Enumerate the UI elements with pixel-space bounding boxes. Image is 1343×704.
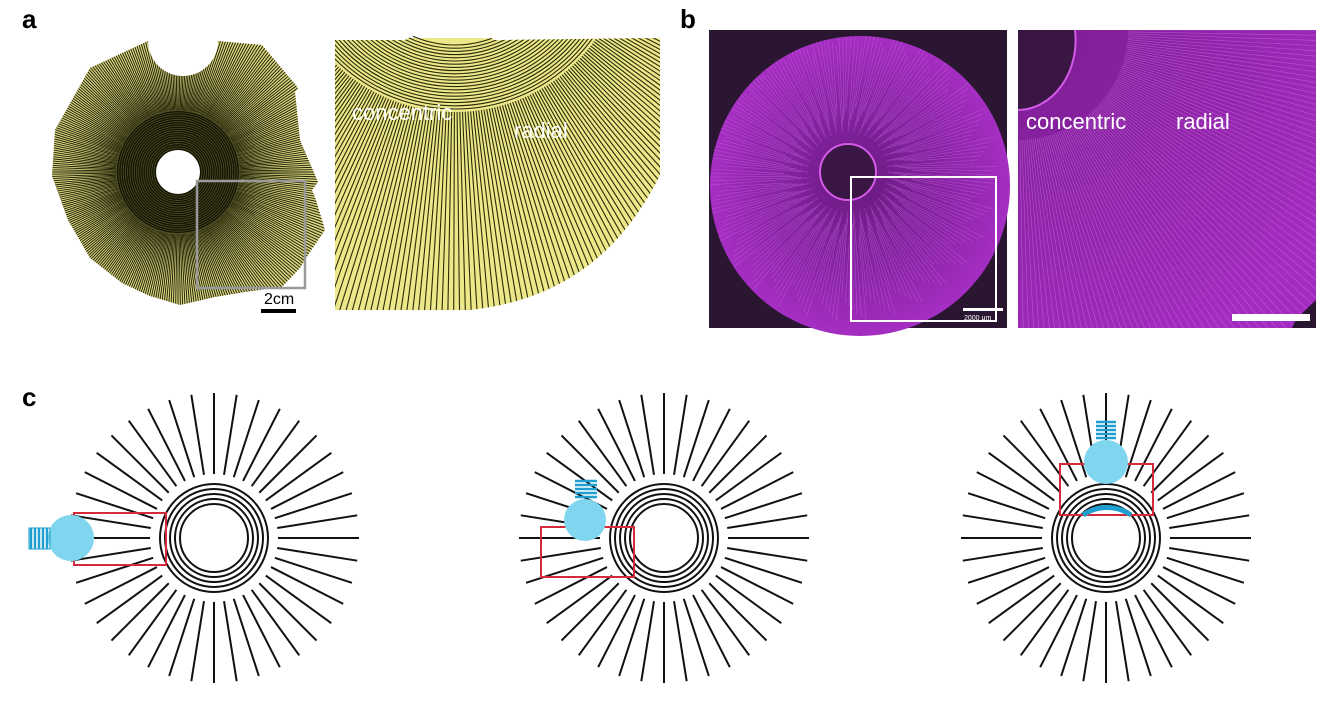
step-1-overlay [28, 512, 167, 566]
printed-arc [1081, 504, 1133, 518]
scale-bar-label: 2000 μm [964, 315, 992, 322]
nozzle-icon [564, 479, 606, 541]
scale-bar [261, 309, 296, 313]
nozzle-icon [28, 515, 94, 561]
zoom-scale-bar [1232, 314, 1310, 321]
step-2-overlay [540, 479, 635, 578]
step-3-overlay [1059, 420, 1154, 518]
zoom-tissue [1018, 30, 1316, 328]
scale-bar-label: 2cm [264, 291, 294, 308]
panel-b-letter: b [680, 4, 696, 34]
tissue-disc [710, 36, 1010, 336]
zoom-label-radial: radial [1176, 109, 1230, 134]
zoom-label-concentric: concentric [352, 100, 452, 125]
panel-c-letter: c [22, 382, 37, 412]
scale-bar [963, 308, 1003, 311]
zoom-label-concentric: concentric [1026, 109, 1126, 134]
print-step-1-diagram [69, 393, 359, 683]
zoom-inset-box [850, 176, 997, 322]
panel-a-letter: a [22, 4, 37, 34]
print-step-3-diagram [961, 393, 1251, 683]
zoom-label-radial: radial [514, 118, 568, 143]
print-step-2-diagram [519, 393, 809, 683]
zoom-inset-box [195, 179, 307, 290]
nozzle-icon [1084, 420, 1128, 484]
